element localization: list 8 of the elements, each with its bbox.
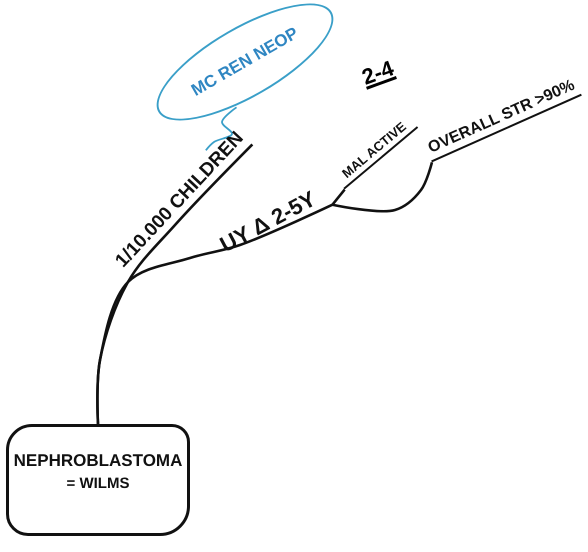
branch-line xyxy=(96,204,333,424)
topic-box xyxy=(6,424,190,536)
ranking-note: 2-4 xyxy=(358,55,398,91)
branch-line xyxy=(205,106,238,151)
branch-line xyxy=(331,188,346,206)
topic-title: NEPHROBLASTOMA xyxy=(12,450,184,472)
topic-subtitle: = WILMS xyxy=(66,474,130,494)
branch-line xyxy=(332,162,434,212)
